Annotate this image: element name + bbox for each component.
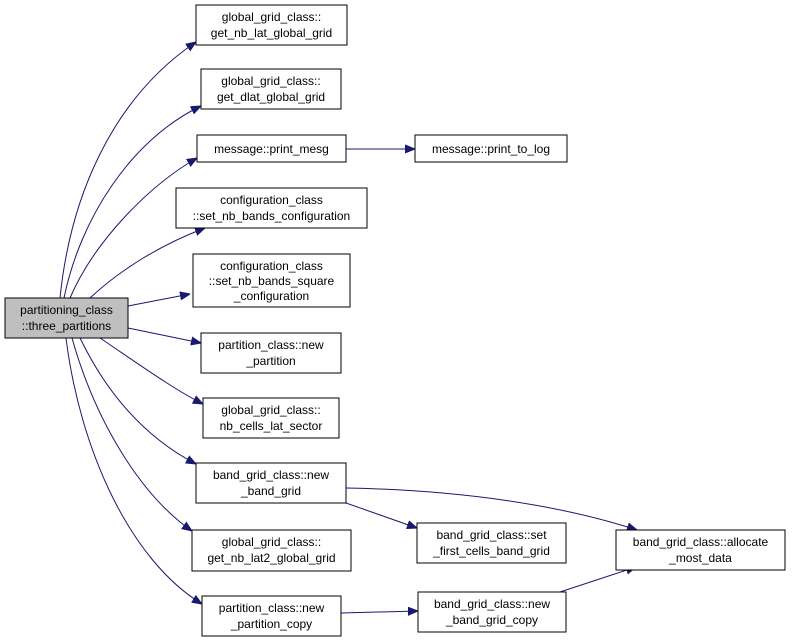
node-label-line: partitioning_class [20, 303, 113, 317]
node-label-line: _band_grid [240, 484, 301, 498]
edge-new-band-grid-copy-to-allocate-most-data [559, 567, 636, 593]
node-label-line: _band_grid_copy [445, 613, 538, 627]
node-label-line: configuration_class [220, 259, 323, 273]
node-label-line: ::set_nb_bands_configuration [193, 209, 350, 223]
node-label-line: global_grid_class:: [221, 74, 320, 88]
node-nb-cells-lat-sector[interactable]: global_grid_class:: nb_cells_lat_sector [202, 397, 340, 439]
node-label-line: message::print_to_log [432, 142, 550, 156]
node-label-line: nb_cells_lat_sector [220, 419, 323, 433]
node-label-line: message::print_mesg [214, 142, 329, 156]
node-label-line: get_nb_lat_global_grid [211, 26, 332, 40]
node-get-nb-lat-global-grid[interactable]: global_grid_class:: get_nb_lat_global_gr… [195, 4, 348, 46]
node-allocate-most-data[interactable]: band_grid_class::allocate _most_data [615, 529, 786, 571]
node-print-to-log[interactable]: message::print_to_log [414, 134, 568, 163]
edge-new-band-grid-to-allocate-most-data [345, 487, 637, 530]
node-label-line: _configuration [233, 289, 309, 303]
edge-root-to-get-nb-lat-global-grid [59, 42, 196, 299]
node-label-line: partition_class::new [218, 338, 324, 352]
edge-root-to-print-mesg [69, 158, 197, 299]
node-set-nb-bands-square-configuration[interactable]: configuration_class ::set_nb_bands_squar… [192, 253, 351, 308]
node-label-line: global_grid_class:: [221, 403, 320, 417]
edge-root-to-new-partition-copy [65, 337, 202, 604]
node-label-line: _partition [245, 354, 295, 368]
edge-new-partition-copy-to-new-band-grid-copy [340, 611, 418, 613]
node-label-line: partition_class::new [219, 601, 325, 615]
node-label-line: get_nb_lat2_global_grid [207, 551, 335, 565]
edge-root-to-set-nb-bands-configuration [89, 228, 205, 299]
node-label-line: ::three_partitions [22, 319, 111, 333]
edge-root-to-new-band-grid [79, 337, 196, 464]
node-label-line: _first_cells_band_grid [432, 544, 550, 558]
node-label-line: configuration_class [220, 193, 323, 207]
node-label-line: band_grid_class::new [213, 468, 329, 482]
node-set-nb-bands-configuration[interactable]: configuration_class ::set_nb_bands_confi… [175, 187, 368, 229]
node-label-line: band_grid_class::set [436, 528, 547, 542]
edge-new-band-grid-to-set-first-cells-band-grid [345, 502, 417, 528]
node-print-mesg[interactable]: message::print_mesg [196, 134, 347, 163]
node-new-partition-copy[interactable]: partition_class::new _partition_copy [201, 595, 342, 637]
node-new-band-grid-copy[interactable]: band_grid_class::new _band_grid_copy [417, 591, 567, 633]
edge-root-to-set-nb-bands-square-configuration [127, 294, 190, 307]
node-set-first-cells-band-grid[interactable]: band_grid_class::set _first_cells_band_g… [416, 522, 567, 564]
edge-root-to-get-dlat-global-grid [63, 106, 201, 299]
node-get-dlat-global-grid[interactable]: global_grid_class:: get_dlat_global_grid [200, 68, 342, 110]
edge-root-to-new-partition [127, 327, 201, 343]
node-label-line: band_grid_class::allocate [633, 535, 769, 549]
node-label-line: band_grid_class::new [434, 597, 550, 611]
node-label-line: global_grid_class:: [222, 535, 321, 549]
edge-root-to-get-nb-lat2-global-grid [71, 337, 192, 531]
node-new-band-grid[interactable]: band_grid_class::new _band_grid [195, 462, 347, 504]
node-label-line: _partition_copy [230, 617, 312, 631]
node-label-line: global_grid_class:: [222, 10, 321, 24]
node-label-line: ::set_nb_bands_square [209, 274, 335, 288]
node-get-nb-lat2-global-grid[interactable]: global_grid_class:: get_nb_lat2_global_g… [191, 529, 352, 572]
node-partitioning-class-three-partitions[interactable]: partitioning_class ::three_partitions [4, 297, 129, 339]
edge-root-to-nb-cells-lat-sector [99, 337, 203, 404]
node-label-line: get_dlat_global_grid [217, 90, 325, 104]
node-new-partition[interactable]: partition_class::new _partition [200, 332, 342, 374]
node-label-line: _most_data [668, 551, 732, 565]
